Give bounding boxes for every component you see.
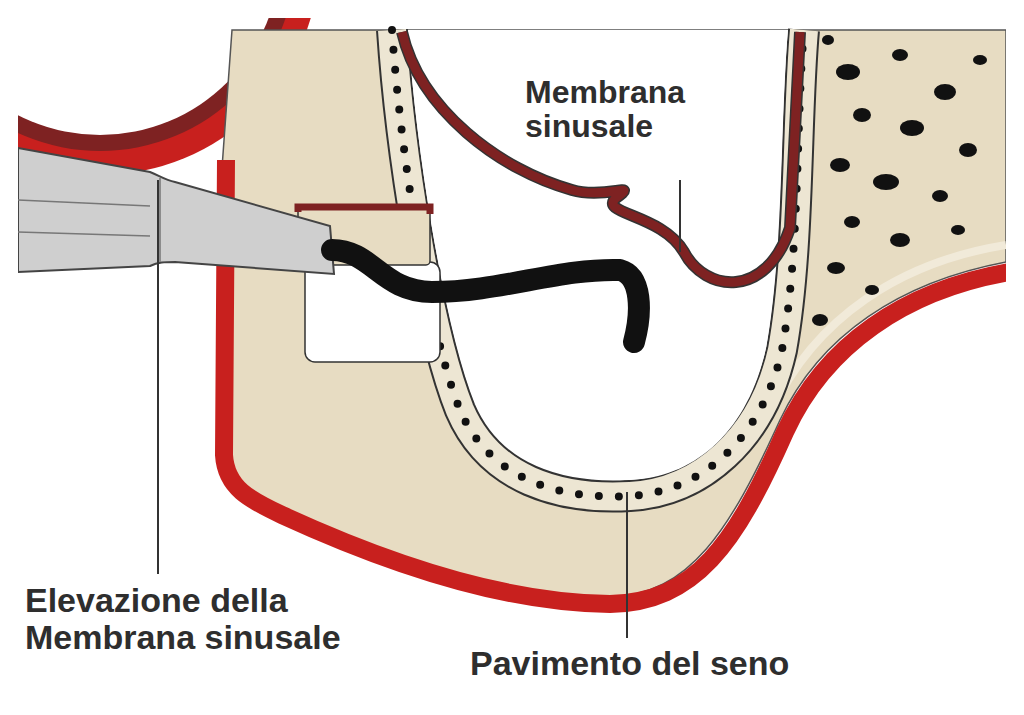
leader-line [679,180,681,252]
elevator-instrument [18,148,334,274]
leader-line [626,492,628,638]
elevator-tip [332,250,639,342]
part-label: Elevazione della Membrana sinusale [25,582,435,657]
sinus-membrane [402,32,800,282]
leader-line [157,180,159,574]
trabecular-bone [812,35,987,326]
part-label: Membrana sinusale [525,76,765,143]
part-label: Pavimento del seno [470,645,910,682]
